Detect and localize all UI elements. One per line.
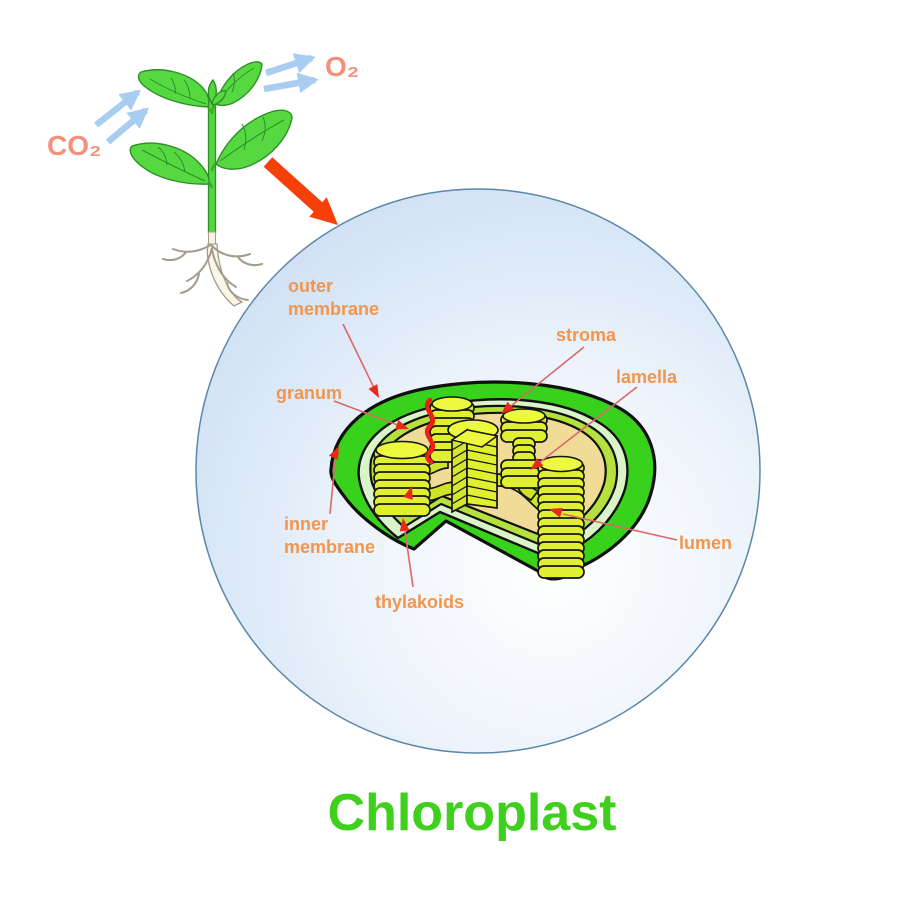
root-branch (186, 247, 213, 282)
chloroplast-illustration (329, 380, 657, 581)
root-branch (211, 245, 251, 258)
energy-squiggle (424, 397, 436, 465)
co2-label: CO₂ (47, 130, 101, 161)
granum-stack-hourglass (500, 408, 548, 489)
root-branch (226, 282, 249, 301)
root-branch (211, 249, 237, 288)
leader-lamella (534, 386, 638, 467)
inner-membrane-label-line2: membrane (284, 537, 375, 557)
arrowhead (395, 420, 409, 430)
root-branch (172, 243, 213, 253)
plant-leaf-mid-right (215, 109, 293, 170)
granum-stack-central (447, 419, 499, 514)
arrowhead (328, 446, 339, 460)
plant-leaf-upper-left (137, 69, 210, 108)
stroma-label: stroma (556, 325, 617, 345)
plant-roots (162, 243, 263, 307)
co2-arrow (93, 89, 142, 128)
outer-membrane-label-line1: outer (288, 276, 333, 296)
leader-granum (333, 400, 404, 428)
granum-label: granum (276, 383, 342, 403)
plant-leaf-mid-left (129, 142, 210, 185)
thylakoid-disc (373, 503, 431, 517)
page-title: Chloroplast (328, 784, 617, 842)
granum-stack-back (429, 396, 475, 463)
leader-lumen (562, 513, 678, 541)
inner-membrane-label-line1: inner (284, 514, 328, 534)
plant-stem-base (208, 231, 216, 245)
arrowhead (403, 486, 413, 500)
co2-arrow (105, 107, 149, 145)
o2-arrow (263, 72, 319, 94)
zoom-arrow (263, 157, 338, 225)
gas-exchange: CO₂ O₂ (47, 51, 359, 161)
leader-stroma (505, 346, 585, 411)
callout-labels: outer membrane stroma lamella granum inn… (276, 276, 732, 612)
root-branch (237, 256, 263, 267)
leader-outer-membrane (342, 323, 377, 393)
callout-leaders (328, 323, 678, 588)
leader-thylakoids (403, 523, 414, 588)
plant-illustration (129, 61, 293, 307)
arrowhead (549, 508, 563, 518)
thylakoid-top-disc (375, 440, 429, 460)
plant-shoot-tip (207, 78, 227, 106)
thylakoid-top-disc (538, 455, 584, 473)
root-branch (180, 273, 200, 294)
thylakoid-top-disc (431, 396, 473, 412)
o2-arrow (264, 53, 316, 77)
arrowhead (501, 401, 515, 414)
thylakoids-label: thylakoids (375, 592, 464, 612)
arrowhead (399, 518, 410, 532)
lamella-label: lamella (616, 367, 678, 387)
root-branch (162, 251, 187, 262)
outer-membrane-label-line2: membrane (288, 299, 379, 319)
arrowhead (530, 458, 544, 470)
thylakoid-top-disc (502, 408, 546, 424)
petiole (210, 162, 217, 172)
arrowhead (368, 384, 379, 398)
lumen-label: lumen (679, 533, 732, 553)
granum-fold-top (450, 429, 499, 448)
thylakoid-disc (537, 565, 585, 579)
granum-stack-left (373, 440, 431, 517)
o2-label: O₂ (325, 51, 359, 82)
leader-inner-membrane (329, 451, 337, 515)
granum-fold-rungs (451, 440, 498, 505)
